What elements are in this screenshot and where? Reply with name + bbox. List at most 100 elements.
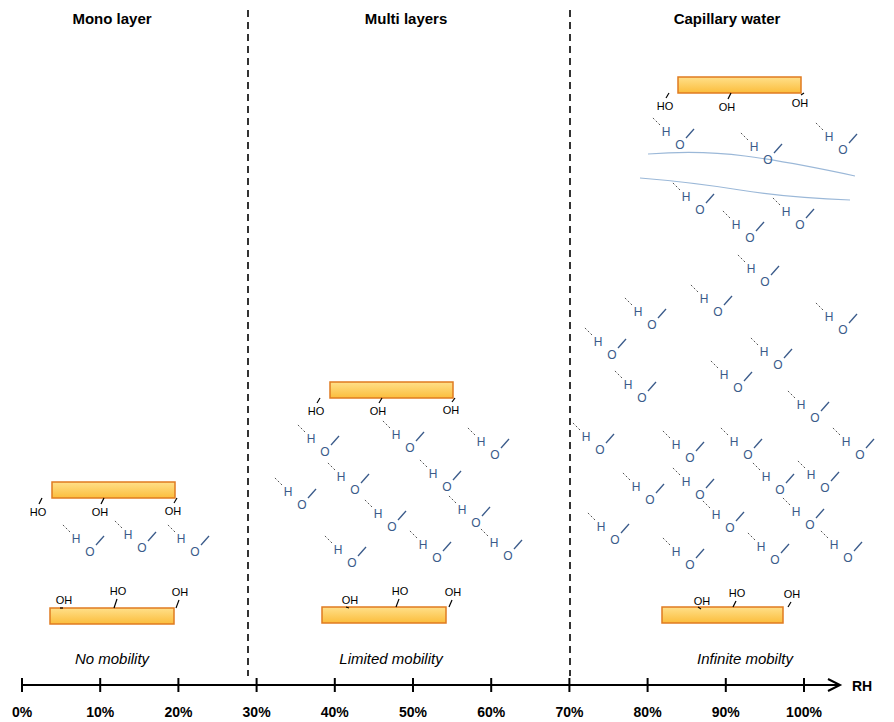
hydrogen-atom: H xyxy=(392,429,401,441)
hydrogen-bond xyxy=(167,524,175,532)
oh-bond xyxy=(696,442,704,451)
hydrogen-atom: H xyxy=(750,141,759,153)
axis-tick xyxy=(412,678,414,692)
hydrogen-atom: H xyxy=(477,436,486,448)
surface-bond xyxy=(114,599,117,608)
oh-bond xyxy=(648,382,656,391)
hydrogen-bond xyxy=(672,182,680,190)
hydrogen-atom: H xyxy=(72,533,81,545)
axis-tick xyxy=(99,678,101,692)
hydroxyl-group: HO xyxy=(392,586,409,597)
axis-tick-label: 30% xyxy=(243,705,271,719)
hydrogen-bond xyxy=(752,462,760,470)
axis-tick xyxy=(725,678,727,692)
hydroxyl-group: HO xyxy=(308,406,325,417)
oh-bond xyxy=(806,209,814,218)
surface-bond xyxy=(379,398,382,403)
hydroxyl-group: OH xyxy=(445,587,462,598)
hydrogen-bond xyxy=(114,520,122,528)
oh-bond xyxy=(443,542,451,551)
region-heading: Mono layer xyxy=(72,11,151,26)
hydrogen-atom: H xyxy=(334,544,343,556)
oh-bond xyxy=(744,372,752,381)
hydroxyl-group: OH xyxy=(165,506,182,517)
hydrogen-atom: H xyxy=(682,191,691,203)
oh-bond xyxy=(866,439,874,448)
hydrogen-bond xyxy=(672,467,680,475)
axis-title: RH xyxy=(852,679,872,693)
oh-bond xyxy=(736,512,744,521)
oh-bond xyxy=(358,547,366,556)
oh-bond xyxy=(453,471,461,480)
oh-bond xyxy=(849,134,857,143)
oxygen-atom: O xyxy=(442,481,451,493)
hydrogen-atom: H xyxy=(730,436,739,448)
region-heading: Capillary water xyxy=(674,11,781,26)
hydrogen-bond xyxy=(662,430,670,438)
surface-bond xyxy=(317,398,320,403)
hydrogen-atom: H xyxy=(830,539,839,551)
region-dividers xyxy=(248,10,570,676)
hydrogen-bond xyxy=(327,462,335,470)
axis-tick xyxy=(647,678,649,692)
axis-tick xyxy=(803,678,805,692)
hydroxyl-group: OH xyxy=(92,507,109,518)
hydrogen-atom: H xyxy=(124,529,133,541)
oxygen-atom: O xyxy=(320,446,329,458)
hydrogen-atom: H xyxy=(672,439,681,451)
mobility-caption: No mobility xyxy=(75,651,149,666)
surface-bond xyxy=(396,599,399,607)
rh-axis xyxy=(22,679,840,691)
oh-bond xyxy=(854,542,862,551)
hydrogen-atom: H xyxy=(634,306,643,318)
hydrogen-atom: H xyxy=(594,336,603,348)
oh-bond xyxy=(686,129,694,138)
oxygen-atom: O xyxy=(347,557,356,569)
axis-tick-label: 10% xyxy=(86,705,114,719)
surface-bond xyxy=(733,601,736,607)
oh-bond xyxy=(606,434,614,443)
surface-bond xyxy=(174,498,177,503)
mobility-caption: Infinite mobilty xyxy=(697,651,793,666)
hydrogen-bond xyxy=(467,427,475,435)
oh-bond xyxy=(361,474,369,483)
hydrogen-atom: H xyxy=(732,219,741,231)
hydrogen-atom: H xyxy=(458,504,467,516)
oh-bond xyxy=(416,432,424,441)
hydrogen-atom: H xyxy=(429,468,438,480)
oh-bond xyxy=(308,489,316,498)
hydrogen-atom: H xyxy=(597,521,606,533)
hydroxyl-group: OH xyxy=(342,595,359,606)
hydrogen-bond xyxy=(722,210,730,218)
axis-tick-label: 80% xyxy=(634,705,662,719)
hydrogen-atom: H xyxy=(757,541,766,553)
hydrogen-atom: H xyxy=(632,481,641,493)
axis-ticks xyxy=(22,678,804,692)
hydrogen-atom: H xyxy=(792,506,801,518)
hydrogen-bond xyxy=(787,390,795,398)
oxygen-atom: O xyxy=(503,550,512,562)
hydrogen-bond xyxy=(815,302,823,310)
oxygen-atom: O xyxy=(675,139,684,151)
hydroxyl-group: OH xyxy=(792,98,809,109)
axis-tick-label: 100% xyxy=(786,705,822,719)
oh-bond xyxy=(148,532,156,541)
oh-bond xyxy=(756,222,764,231)
hydrogen-atom: H xyxy=(797,399,806,411)
hydroxyl-group: OH xyxy=(56,595,73,606)
hydrogen-bond xyxy=(448,495,456,503)
oh-bond xyxy=(621,524,629,533)
hydrogen-atom: H xyxy=(662,126,671,138)
hydrogen-bond xyxy=(720,427,728,435)
surface-bond xyxy=(60,607,63,608)
hydrogen-atom: H xyxy=(782,206,791,218)
hydrogen-atom: H xyxy=(807,469,816,481)
oxygen-atom: O xyxy=(810,412,819,424)
oxygen-atom: O xyxy=(775,484,784,496)
hydroxyl-group: HO xyxy=(110,586,127,597)
hydrogen-bond xyxy=(740,132,748,140)
surface-bond xyxy=(39,498,42,504)
oh-bond xyxy=(658,309,666,318)
oxygen-atom: O xyxy=(471,517,480,529)
